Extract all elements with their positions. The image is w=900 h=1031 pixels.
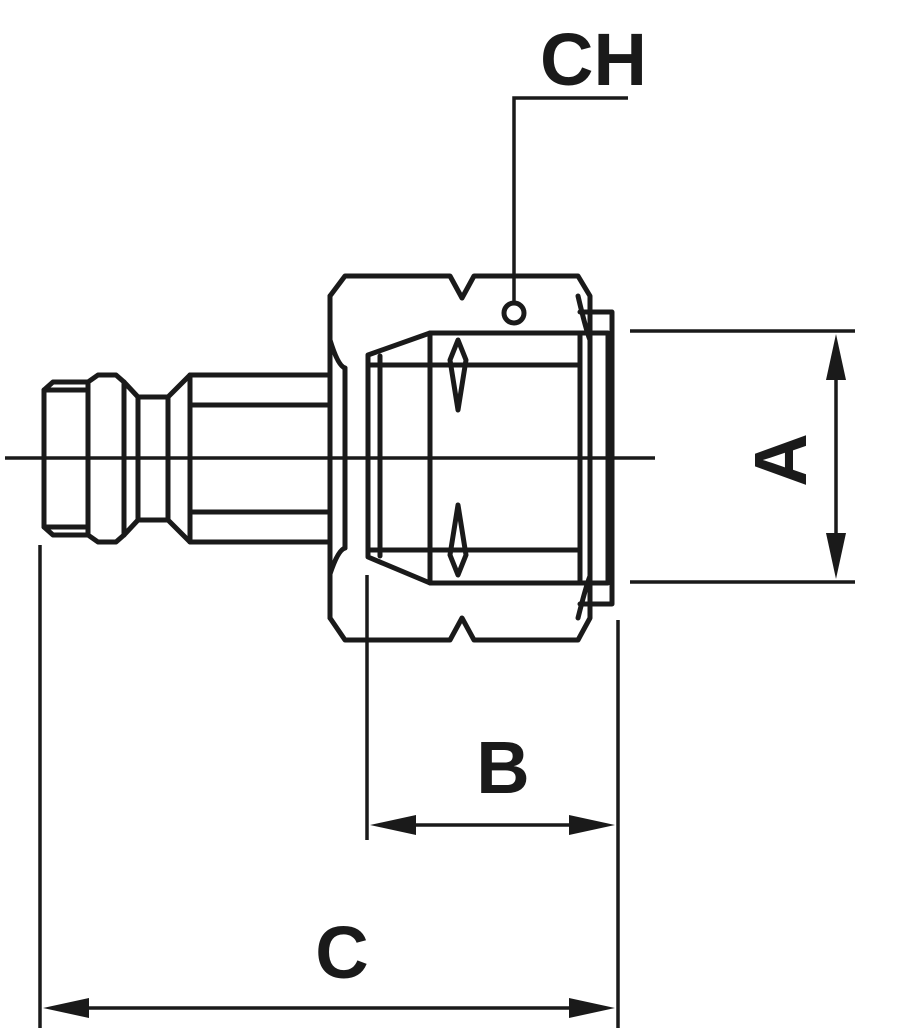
ch-leader [501, 96, 628, 326]
hex-nut [327, 273, 593, 643]
label-c: C [315, 911, 368, 994]
label-ch: CH [540, 18, 647, 101]
dimension-a [630, 329, 855, 584]
internal-thread [365, 309, 615, 607]
dimension-b [365, 575, 620, 840]
plug-nipple [41, 372, 333, 545]
label-b: B [476, 726, 529, 809]
dimension-c [38, 545, 620, 1028]
label-a: A [739, 433, 822, 486]
